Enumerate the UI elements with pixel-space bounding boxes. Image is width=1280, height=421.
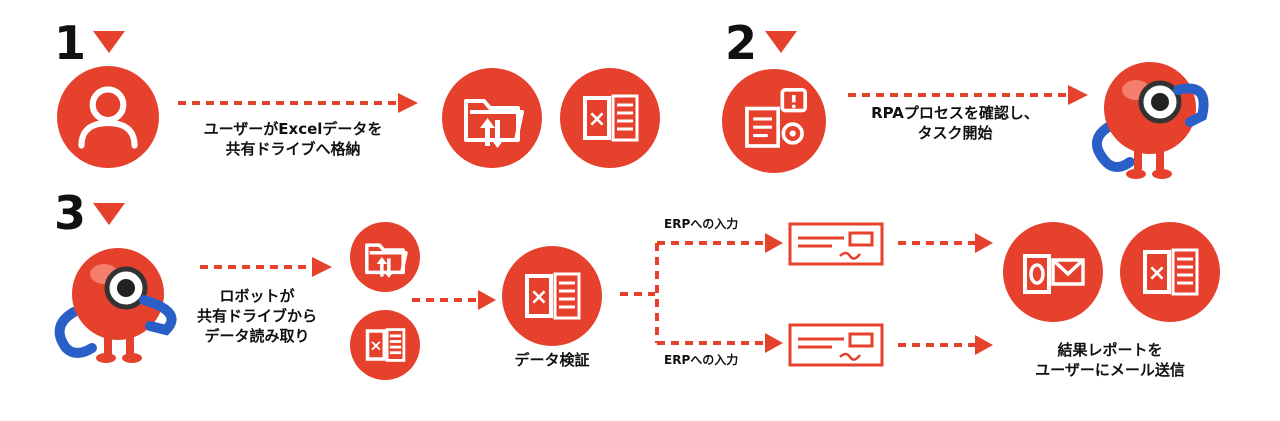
arrow-validate-head [478, 290, 496, 310]
excel-icon: × [502, 246, 602, 346]
step-3-caption-line2: 共有ドライブから [196, 307, 317, 325]
arrow-mail2-head [975, 335, 993, 355]
step-3-caption: ロボットが 共有ドライブから データ読み取り [182, 286, 332, 346]
svg-text:×: × [1148, 261, 1166, 286]
step-2-number: 2 [725, 16, 758, 70]
outlook-icon [1003, 222, 1103, 322]
step-1-caption-line1: ユーザーがExcelデータを [203, 120, 383, 138]
step-1-caption: ユーザーがExcelデータを 共有ドライブへ格納 [178, 119, 408, 159]
step-3-marker [93, 203, 125, 225]
step-2-marker [765, 31, 797, 53]
step-3-caption-line1: ロボットが [219, 287, 295, 305]
step-2-caption-line1: RPAプロセスを確認し、 [871, 104, 1039, 122]
svg-text:×: × [588, 107, 606, 132]
step-3-number: 3 [54, 186, 87, 240]
erp-label-bottom: ERPへの入力 [664, 353, 739, 367]
arrow-step1-head [398, 93, 418, 113]
result-caption-line2: ユーザーにメール送信 [1035, 361, 1185, 379]
erp-form-icon [788, 323, 884, 367]
step-1-caption-line2: 共有ドライブへ格納 [225, 140, 361, 158]
shared-folder-icon [350, 222, 420, 292]
rpa-process-icon [722, 69, 826, 173]
arrow-step2-head [1068, 85, 1088, 105]
robot-mascot-icon [54, 248, 177, 363]
validation-label: データ検証 [514, 351, 590, 369]
shared-folder-icon [442, 68, 542, 168]
step-1-number: 1 [54, 16, 87, 70]
step-1-marker [93, 31, 125, 53]
excel-icon: × [350, 310, 420, 380]
erp-form-icon [788, 222, 884, 266]
result-caption-line1: 結果レポートを [1057, 341, 1163, 359]
erp-label-top: ERPへの入力 [664, 217, 739, 231]
excel-icon: × [1120, 222, 1220, 322]
arrow-erp1-head [765, 233, 783, 253]
arrow-erp2-head [765, 333, 783, 353]
arrow-step3-head [312, 257, 332, 277]
arrow-mail1-head [975, 233, 993, 253]
step-3-caption-line3: データ読み取り [204, 327, 310, 345]
robot-mascot-icon [1092, 62, 1209, 179]
excel-icon: × [560, 68, 660, 168]
user-icon [57, 66, 159, 168]
svg-text:×: × [369, 337, 382, 355]
step-2-caption: RPAプロセスを確認し、 タスク開始 [850, 103, 1060, 143]
step-2-caption-line2: タスク開始 [917, 124, 993, 142]
svg-text:×: × [530, 285, 548, 310]
result-caption: 結果レポートを ユーザーにメール送信 [1010, 340, 1210, 380]
